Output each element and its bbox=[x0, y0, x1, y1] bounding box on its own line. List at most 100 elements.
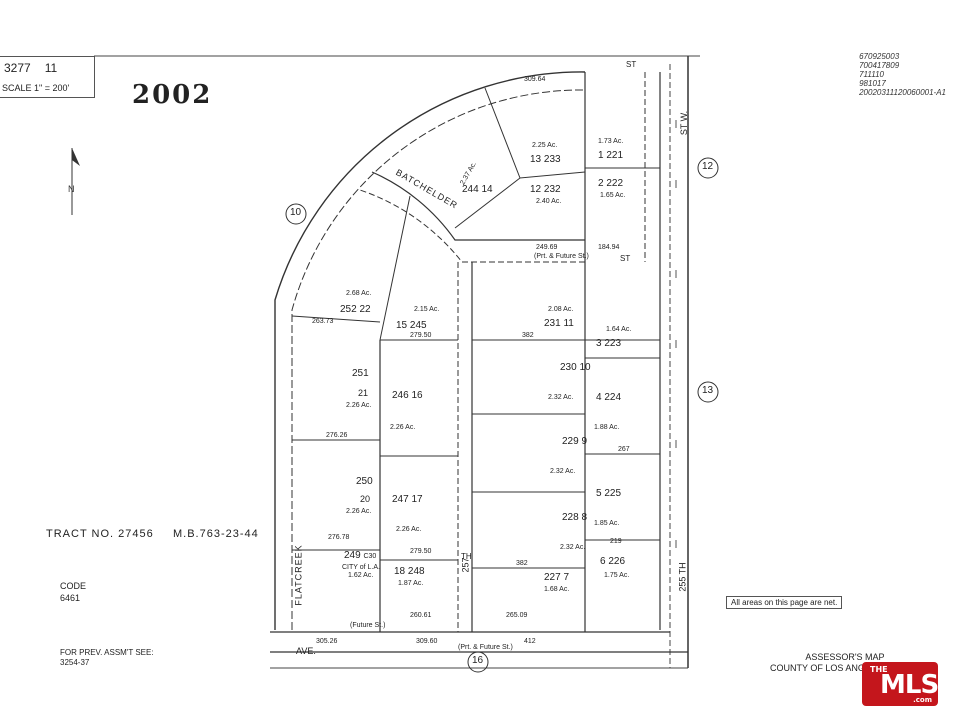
page-ref-circle-label: 10 bbox=[290, 207, 302, 218]
street-label: (Prt. & Future St.) bbox=[534, 253, 589, 260]
stamp-line: 20020311120060001-A1 bbox=[859, 88, 946, 97]
code-label: CODE bbox=[60, 581, 87, 591]
street-label: (Future St.) bbox=[350, 622, 386, 629]
parcel-area: 2.26 Ac. bbox=[390, 424, 416, 431]
parcel-number: C30 bbox=[363, 553, 377, 560]
parcel-227: 227 7 bbox=[544, 572, 569, 583]
parcel-228: 228 8 bbox=[562, 512, 587, 523]
parcel-number: 3 bbox=[596, 338, 602, 349]
parcel-apn: 221 bbox=[606, 150, 624, 161]
parcel-number: 22 bbox=[359, 304, 371, 315]
code-value: 6461 bbox=[60, 593, 81, 603]
dimension: 382 bbox=[522, 332, 534, 339]
parcel-area: 2.68 Ac. bbox=[346, 290, 372, 297]
parcel-apn: 248 bbox=[407, 566, 425, 577]
parcel-number: 20 bbox=[360, 494, 371, 504]
street-label: FLATCREEK bbox=[293, 544, 304, 606]
logo-com: .com bbox=[913, 696, 932, 704]
parcel-number: 9 bbox=[581, 436, 588, 447]
parcel-area: 1.88 Ac. bbox=[594, 424, 620, 431]
dimension: 279.50 bbox=[410, 548, 432, 555]
north-label: N bbox=[68, 184, 75, 194]
parcel-area: 1.85 Ac. bbox=[594, 520, 620, 527]
parcel-248: 18 248 bbox=[394, 566, 425, 577]
parcel-222: 2 222 bbox=[598, 178, 623, 189]
parcel-224: 4 224 bbox=[596, 392, 621, 403]
parcel-251: 251 bbox=[352, 368, 369, 379]
parcel-area: 1.65 Ac. bbox=[600, 192, 626, 199]
parcel-apn: 230 bbox=[560, 362, 577, 373]
parcel-apn: 223 bbox=[604, 338, 622, 349]
dimension: 260.61 bbox=[410, 612, 432, 619]
parcel-apn: 222 bbox=[606, 178, 624, 189]
parcel-number: 10 bbox=[579, 362, 591, 373]
parcel-223: 3 223 bbox=[596, 338, 621, 349]
dimension: 265.09 bbox=[506, 612, 528, 619]
parcel-area: 2.40 Ac. bbox=[536, 198, 562, 205]
parcel-number: 8 bbox=[581, 512, 588, 523]
parcel-249: 249 C30 bbox=[344, 550, 376, 561]
street-label: ST bbox=[620, 254, 631, 263]
mls-logo[interactable]: THE MLS .com bbox=[862, 662, 939, 706]
parcel-area: 2.26 Ac. bbox=[346, 402, 372, 409]
dimension: 382 bbox=[516, 560, 528, 567]
parcel-area: 2.26 Ac. bbox=[346, 508, 372, 515]
parcel-apn: 224 bbox=[604, 392, 622, 403]
parcel-area: 1.73 Ac. bbox=[598, 138, 624, 145]
parcel-226: 6 226 bbox=[600, 556, 625, 567]
dimension: 412 bbox=[524, 638, 536, 645]
logo-the: THE bbox=[870, 665, 888, 674]
parcel-apn: 245 bbox=[409, 320, 427, 331]
parcel-apn: 229 bbox=[562, 436, 579, 447]
parcel-250: 250 bbox=[356, 476, 373, 487]
parcel-area: 2.32 Ac. bbox=[548, 394, 574, 401]
dimension: 267 bbox=[618, 446, 630, 453]
parcel-apn: 232 bbox=[543, 184, 561, 195]
stamp-block: 670925003 700417809 711110 981017 200203… bbox=[859, 52, 946, 97]
parcel-221: 1 221 bbox=[598, 150, 623, 161]
map-book-ref: M.B.763-23-44 bbox=[173, 528, 259, 540]
parcel-apn: 228 bbox=[562, 512, 579, 523]
parcel-232: 12 232 bbox=[530, 184, 561, 195]
area-note: All areas on this page are net. bbox=[726, 596, 843, 609]
parcel-230: 230 10 bbox=[560, 362, 591, 373]
parcel-233: 13 233 bbox=[530, 154, 561, 165]
parcel-number: 18 bbox=[394, 566, 406, 577]
stamp-line: 981017 bbox=[859, 79, 886, 88]
parcel-owner: CITY of L.A. bbox=[342, 564, 380, 571]
parcel-number: 6 bbox=[600, 556, 606, 567]
stamp-line: 700417809 bbox=[859, 61, 900, 70]
page-ref-circle-label: 16 bbox=[472, 655, 484, 666]
parcel-area: 2.32 Ac. bbox=[560, 544, 586, 551]
dimension: 276.78 bbox=[328, 534, 350, 541]
street-label: 255 TH bbox=[677, 562, 688, 592]
parcel-apn: 251 bbox=[352, 368, 369, 379]
parcel-number: 4 bbox=[596, 392, 602, 403]
parcel-number: 16 bbox=[411, 390, 423, 401]
parcel-apn: 246 bbox=[392, 390, 409, 401]
parcel-number: 17 bbox=[411, 494, 423, 505]
map-number: 2002 bbox=[132, 80, 213, 110]
street-label: TH bbox=[461, 552, 472, 561]
parcel-number: 2 bbox=[598, 178, 604, 189]
dimension: 309.64 bbox=[524, 76, 546, 83]
parcel-area: 2.26 Ac. bbox=[396, 526, 422, 533]
dimension: 279.50 bbox=[410, 332, 432, 339]
parcel-apn: 225 bbox=[604, 488, 622, 499]
prev-assmt-value: 3254-37 bbox=[60, 658, 90, 667]
assessor-line: COUNTY OF LOS ANGELES, CALIF. bbox=[770, 663, 920, 673]
parcel-apn: 244 bbox=[462, 184, 479, 195]
parcel-number: 1 bbox=[598, 150, 604, 161]
parcel-225: 5 225 bbox=[596, 488, 621, 499]
parcel-apn: 250 bbox=[356, 476, 373, 487]
parcel-number: 12 bbox=[530, 184, 542, 195]
parcel-245: 15 245 bbox=[396, 320, 427, 331]
tract-number: TRACT NO. 27456 bbox=[46, 528, 154, 540]
parcel-apn: 249 bbox=[344, 550, 361, 561]
dimension: 309.60 bbox=[416, 638, 438, 645]
street-label: ST W. bbox=[679, 110, 690, 136]
parcel-apn: 226 bbox=[608, 556, 626, 567]
prev-assmt: FOR PREV. ASSM'T SEE: 3254-37 bbox=[60, 648, 154, 668]
dimension: 219 bbox=[610, 538, 622, 545]
